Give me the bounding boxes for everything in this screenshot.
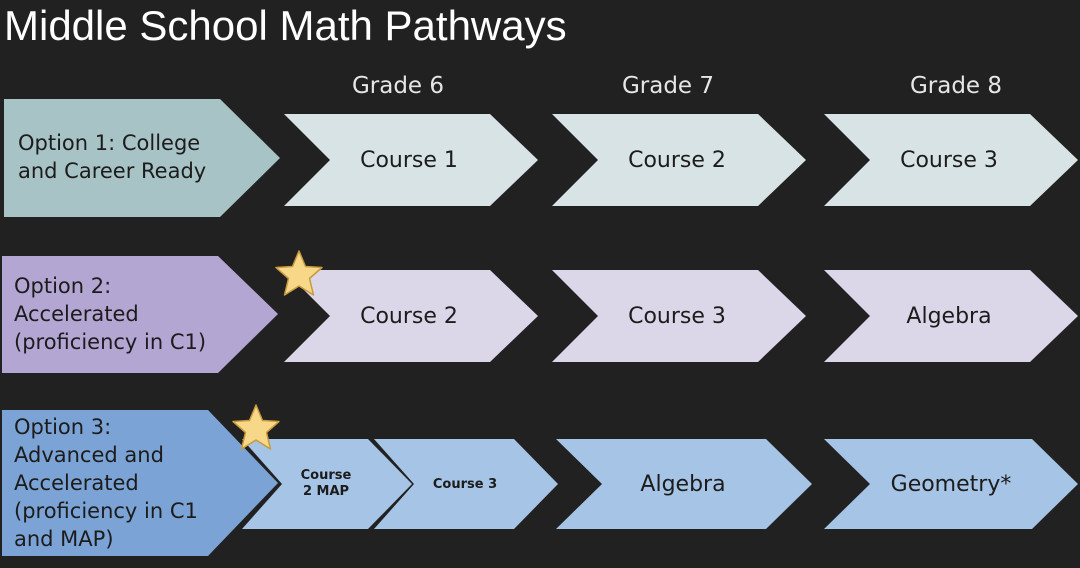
- row-2-grade-6-chevron: Course 2: [284, 270, 538, 362]
- row-3-grade-8-chevron: Geometry*: [824, 439, 1078, 529]
- row-3-grade-6a-chevron: Course 2 MAP: [242, 439, 412, 529]
- row-2-grade-7-course: Course 3: [628, 303, 726, 329]
- row-3-grade-6-course-b: Course 3: [432, 476, 498, 492]
- grade-8-header: Grade 8: [909, 73, 1003, 99]
- row-1-grade-6-course: Course 1: [360, 147, 458, 173]
- option-1-label: Option 1: College and Career Ready: [18, 131, 207, 183]
- star-icon: [231, 403, 281, 453]
- row-3-grade-7-chevron: Algebra: [556, 439, 812, 529]
- row-3-grade-6-course-a: Course 2 MAP: [300, 468, 352, 499]
- option-2-arrow: Option 2: Accelerated (proficiency in C1…: [2, 256, 278, 373]
- option-1-arrow: Option 1: College and Career Ready: [4, 99, 280, 217]
- row-3-grade-6b-chevron: Course 3: [374, 439, 558, 529]
- row-1-grade-8-chevron: Course 3: [824, 114, 1078, 206]
- grade-6-header: Grade 6: [351, 73, 445, 99]
- row-2-grade-7-chevron: Course 3: [552, 270, 806, 362]
- option-3-arrow: Option 3: Advanced and Accelerated (prof…: [2, 410, 278, 556]
- row-1-grade-7-course: Course 2: [628, 147, 726, 173]
- row-2-grade-8-course: Algebra: [906, 303, 992, 329]
- page-title: Middle School Math Pathways: [4, 2, 567, 49]
- row-2-grade-8-chevron: Algebra: [824, 270, 1078, 362]
- row-3-grade-7-course: Algebra: [640, 471, 726, 497]
- grade-7-header: Grade 7: [621, 73, 715, 99]
- option-3-label: Option 3: Advanced and Accelerated (prof…: [14, 415, 198, 551]
- row-1-grade-7-chevron: Course 2: [552, 114, 806, 206]
- row-3-grade-8-course: Geometry*: [890, 471, 1012, 497]
- row-2-grade-6-course: Course 2: [360, 303, 458, 329]
- row-1-grade-6-chevron: Course 1: [284, 114, 538, 206]
- star-icon: [274, 249, 324, 299]
- row-1-grade-8-course: Course 3: [900, 147, 998, 173]
- option-2-label: Option 2: Accelerated (proficiency in C1…: [14, 274, 207, 354]
